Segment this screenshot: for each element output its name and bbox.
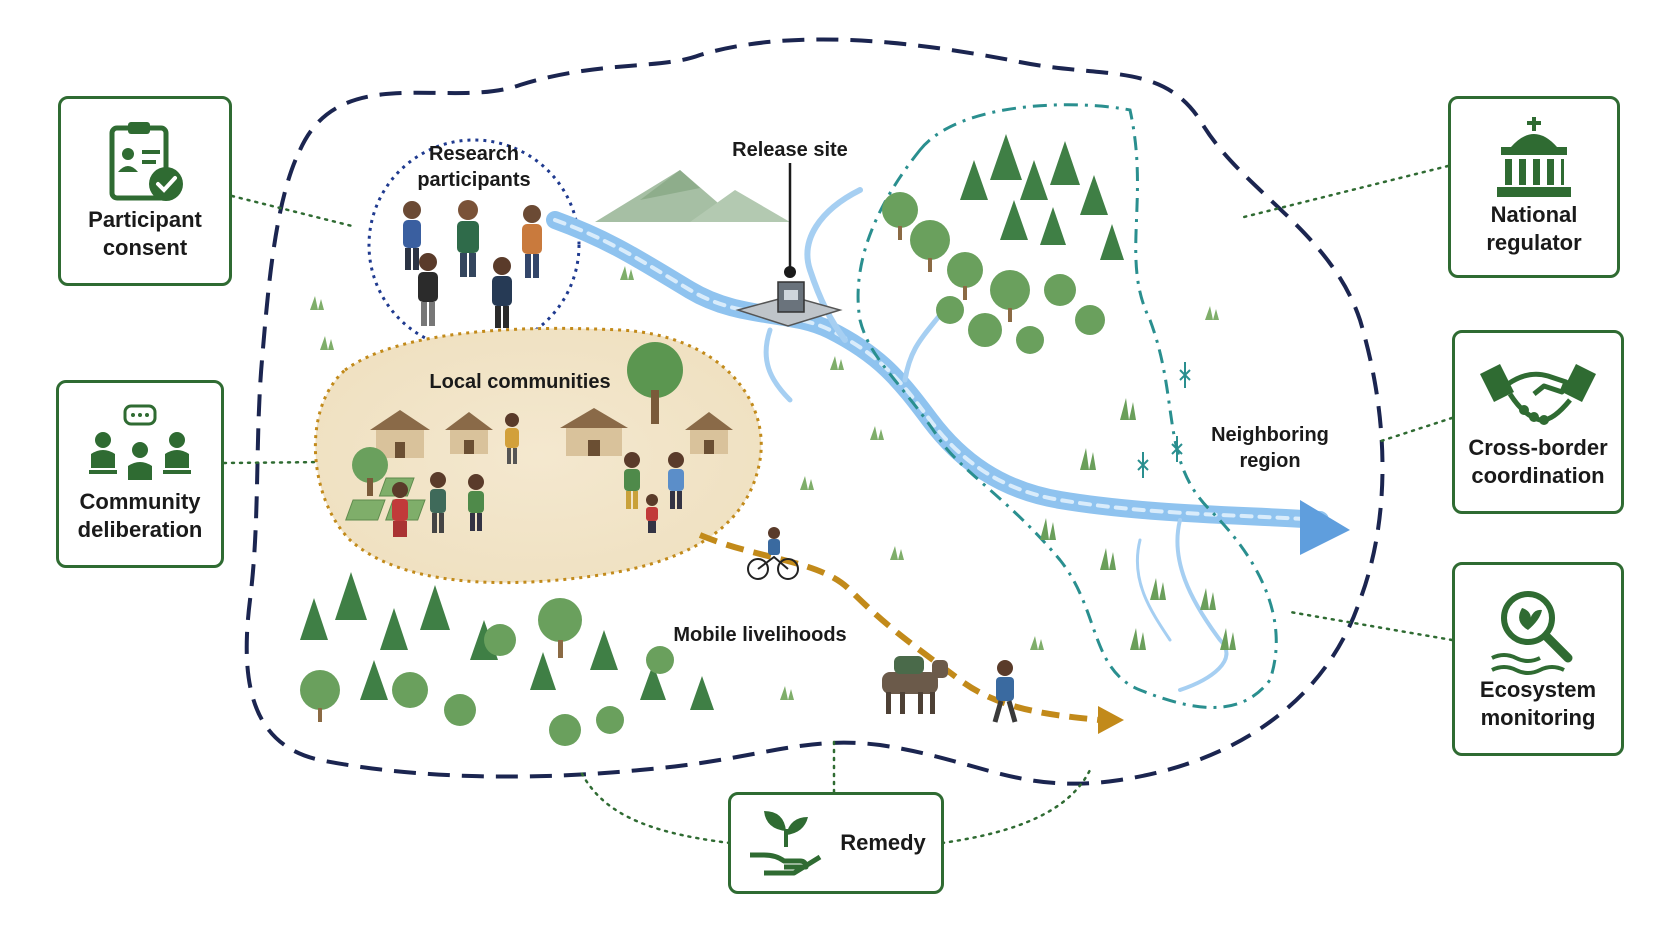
- connector-national-regulator: [1238, 164, 1450, 220]
- release-facility: [735, 281, 843, 327]
- village-trees: [352, 342, 683, 496]
- village-huts: [370, 408, 733, 458]
- neighboring-region-boundary: [856, 103, 1278, 709]
- dragonflies: [1137, 362, 1191, 478]
- cross-border-coordination-label: Cross-border coordination: [1468, 435, 1608, 488]
- neighboring-region-label: Neighboring region: [1211, 424, 1329, 472]
- local-communities-label: Local communities: [429, 371, 611, 393]
- participant-consent-label: Participant consent: [88, 207, 202, 260]
- forest-bottom-left: [300, 572, 714, 746]
- clipboard-check-icon: [109, 122, 183, 201]
- village-people: [392, 413, 684, 537]
- forest-top-right: [882, 134, 1124, 354]
- mobile-livelihoods-label: Mobile livelihoods: [673, 624, 847, 646]
- donkey: [882, 656, 948, 714]
- ecosystem-monitoring-card: Ecosystem monitoring: [1452, 562, 1624, 756]
- connector-remedy-right: [940, 768, 1092, 845]
- participant-consent-card: Participant consent: [58, 96, 232, 286]
- cyclist: [747, 527, 799, 580]
- wetland-grass: [1040, 398, 1236, 650]
- community-deliberation-label: Community deliberation: [77, 489, 203, 542]
- government-building-icon: [1497, 117, 1571, 197]
- magnifier-leaf-icon: [1491, 591, 1573, 675]
- connector-remedy-left: [578, 768, 732, 845]
- national-regulator-card: National regulator: [1448, 96, 1620, 278]
- river: [546, 187, 1329, 692]
- research-people: [403, 200, 542, 328]
- connector-community-deliberation: [222, 460, 332, 465]
- connector-participant-consent: [230, 194, 354, 228]
- overall-boundary: [244, 37, 1385, 786]
- connector-cross-border: [1376, 416, 1454, 444]
- grass-tufts: [310, 266, 1219, 700]
- ecosystem-monitoring-label: Ecosystem monitoring: [1479, 677, 1597, 730]
- group-discussion-icon: [89, 404, 191, 480]
- handshake-icon: [1480, 364, 1596, 425]
- mobile-livelihoods-arrowhead: [1098, 706, 1124, 734]
- remedy-card: Remedy: [728, 792, 944, 894]
- river-arrowhead: [1300, 500, 1350, 555]
- walker: [992, 660, 1018, 723]
- hand-sprout-icon: [750, 811, 822, 876]
- mountains: [595, 170, 790, 222]
- community-deliberation-card: Community deliberation: [56, 380, 224, 568]
- cross-border-coordination-card: Cross-border coordination: [1452, 330, 1624, 514]
- remedy-label: Remedy: [840, 830, 926, 855]
- connector-ecosystem-monitoring: [1288, 610, 1454, 642]
- national-regulator-label: National regulator: [1486, 202, 1582, 255]
- research-participants-label: Research participants: [417, 143, 531, 191]
- release-site-label: Release site: [732, 139, 848, 161]
